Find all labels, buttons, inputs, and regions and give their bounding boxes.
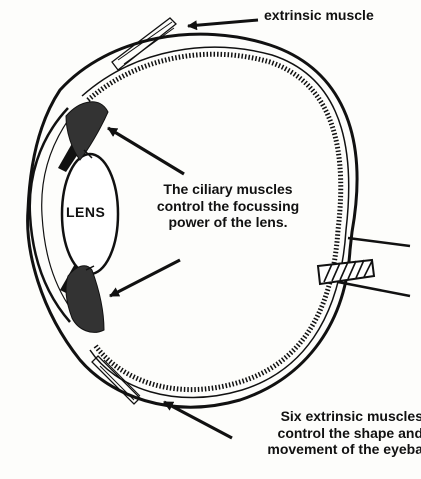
six-caption-line-2: control the shape and [233,425,421,442]
lens-label: LENS [66,204,105,221]
six-extrinsic-muscles-caption: Six extrinsic muscles control the shape … [233,408,421,458]
ciliary-muscles-caption: The ciliary muscles control the focussin… [139,181,317,231]
arrow-to-ciliary-lower [110,260,180,296]
ciliary-caption-line-3: power of the lens. [139,214,317,231]
six-caption-line-1: Six extrinsic muscles [233,408,421,425]
ciliary-caption-line-1: The ciliary muscles [139,181,317,198]
arrow-to-ciliary-upper [108,128,184,174]
extrinsic-muscle-label: extrinsic muscle [264,7,374,24]
six-caption-line-3: movement of the eyeba [233,441,421,458]
arrow-to-extrinsic-muscle [188,20,258,26]
ciliary-body-lower [66,266,104,333]
ciliary-caption-line-2: control the focussing [139,198,317,215]
optic-nerve-hatch [318,260,374,284]
